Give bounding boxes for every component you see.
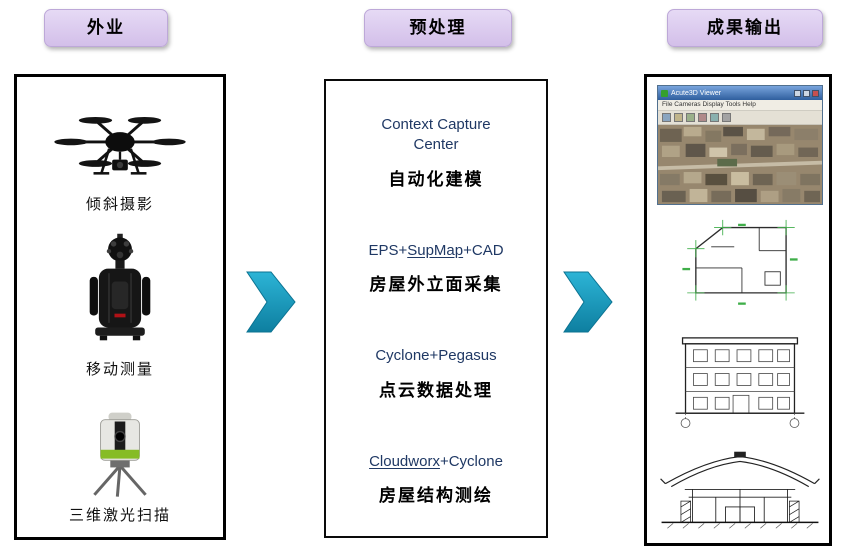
process-step-modeling: Context Capture Center 自动化建模 <box>336 115 536 190</box>
viewer-menu-bar: File Cameras Display Tools Help <box>658 100 822 111</box>
aerial-mesh-image <box>658 125 822 204</box>
header-output: 成果输出 <box>667 9 823 47</box>
tool-name: Cloudworx+Cyclone <box>369 452 503 470</box>
task-label: 自动化建模 <box>388 169 484 189</box>
arrow-right-icon <box>563 271 613 333</box>
field-column: 倾斜摄影 移动测量 <box>14 74 226 540</box>
process-step-pointcloud: Cyclone+Pegasus 点云数据处理 <box>336 346 536 400</box>
toolbar-icon <box>710 113 719 122</box>
tool-name: EPS+SupMap+CAD <box>368 241 504 259</box>
toolbar-icon <box>698 113 707 122</box>
process-column: Context Capture Center 自动化建模 EPS+SupMap+… <box>324 79 548 538</box>
viewer-app-icon <box>661 89 668 97</box>
3d-mesh-viewer-screenshot: Acute3D Viewer File Cameras Display Tool… <box>657 85 823 205</box>
drone-icon <box>54 117 186 175</box>
laser-scanner-icon <box>93 412 147 497</box>
viewer-toolbar <box>658 111 822 125</box>
elevation-drawing <box>657 326 823 431</box>
minimize-icon <box>794 89 801 97</box>
viewer-title-bar: Acute3D Viewer <box>658 86 822 100</box>
mobile-mapping-backpack-icon <box>89 233 151 340</box>
output-column: Acute3D Viewer File Cameras Display Tool… <box>644 74 832 546</box>
task-label: 房屋外立面采集 <box>369 275 503 294</box>
field-item-label: 倾斜摄影 <box>85 196 154 213</box>
field-item-label: 移动测量 <box>85 360 154 378</box>
header-field-work: 外业 <box>44 9 168 47</box>
header-preprocessing: 预处理 <box>364 9 512 47</box>
toolbar-icon <box>722 113 731 122</box>
field-item-mobile-mapping: 移动测量 <box>72 231 168 379</box>
process-step-facade: EPS+SupMap+CAD 房屋外立面采集 <box>336 241 536 295</box>
toolbar-icon <box>686 113 695 122</box>
viewer-title: Acute3D Viewer <box>671 89 722 97</box>
process-step-structure: Cloudworx+Cyclone 房屋结构测绘 <box>336 452 536 506</box>
close-icon <box>812 89 819 97</box>
maximize-icon <box>803 89 810 97</box>
tool-name: Context Capture Center <box>381 116 491 154</box>
task-label: 点云数据处理 <box>379 380 493 400</box>
toolbar-icon <box>674 113 683 122</box>
floor-plan-drawing <box>657 217 823 314</box>
section-drawing <box>657 442 823 535</box>
field-item-laser-scanning: 三维激光扫描 <box>68 395 172 525</box>
toolbar-icon <box>662 113 671 122</box>
arrow-right-icon <box>246 271 296 333</box>
field-item-label: 三维激光扫描 <box>68 507 171 524</box>
task-label: 房屋结构测绘 <box>379 486 493 505</box>
tool-name: Cyclone+Pegasus <box>375 347 497 365</box>
field-item-oblique-photography: 倾斜摄影 <box>45 87 195 214</box>
